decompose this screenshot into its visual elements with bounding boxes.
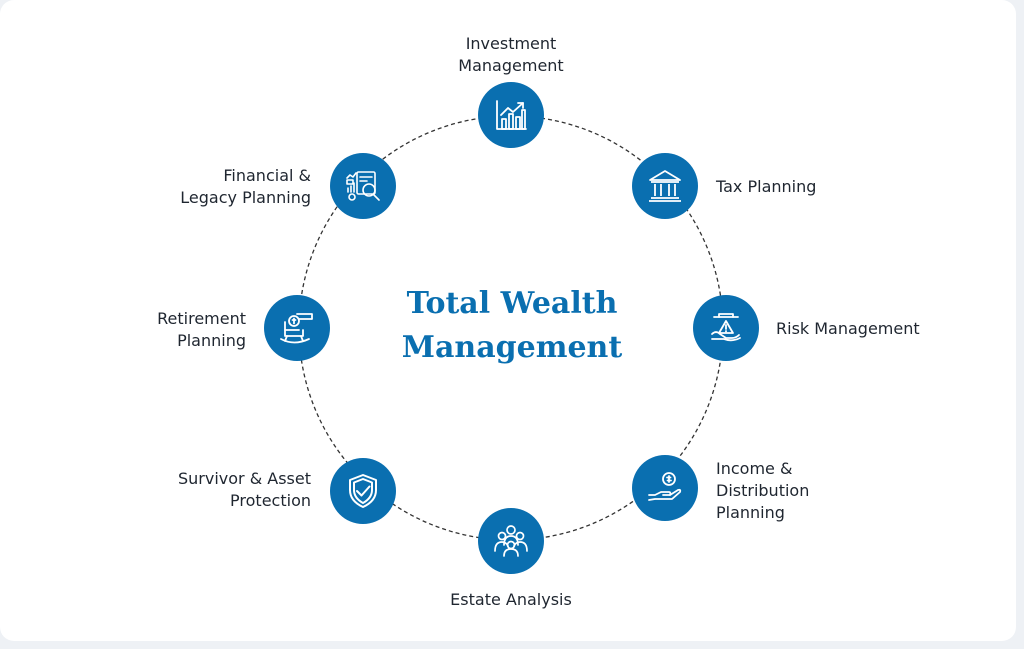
- center-title-line1: Total Wealth: [406, 286, 618, 321]
- shield-check-icon: [349, 474, 377, 508]
- node-tax-planning: [632, 153, 698, 219]
- center-title-line2: Management: [401, 330, 623, 365]
- center-title: Total Wealth Management: [362, 282, 662, 370]
- label-estate-analysis: Estate Analysis: [450, 590, 572, 609]
- label-financial-legacy-planning: Financial & Legacy Planning: [180, 166, 311, 207]
- node-retirement-planning: [264, 295, 330, 361]
- label-investment-management: Investment Management: [458, 34, 564, 75]
- rocking-chair-coin-icon: [280, 313, 313, 344]
- label-risk-management: Risk Management: [776, 319, 920, 338]
- report-magnifier-icon: [346, 171, 380, 201]
- diagram-card: Total Wealth Management Investment Manag…: [0, 0, 1016, 641]
- label-tax-planning: Tax Planning: [716, 177, 817, 196]
- bank-building-icon: [649, 170, 681, 202]
- hand-coin-icon: [648, 472, 682, 501]
- hand-shield-risk-icon: [711, 313, 741, 342]
- label-retirement-planning: Retirement Planning: [157, 309, 246, 350]
- node-risk-management: [693, 295, 759, 361]
- node-income-distribution-planning: [632, 455, 698, 521]
- node-estate-analysis: [478, 508, 544, 574]
- node-investment-management: [478, 82, 544, 148]
- node-survivor-asset-protection: [330, 458, 396, 524]
- label-income-distribution-planning: Income & Distribution Planning: [716, 459, 810, 522]
- growth-chart-icon: [496, 100, 527, 130]
- label-survivor-asset-protection: Survivor & Asset Protection: [177, 469, 311, 510]
- node-financial-legacy-planning: [330, 153, 396, 219]
- people-group-icon: [494, 525, 528, 557]
